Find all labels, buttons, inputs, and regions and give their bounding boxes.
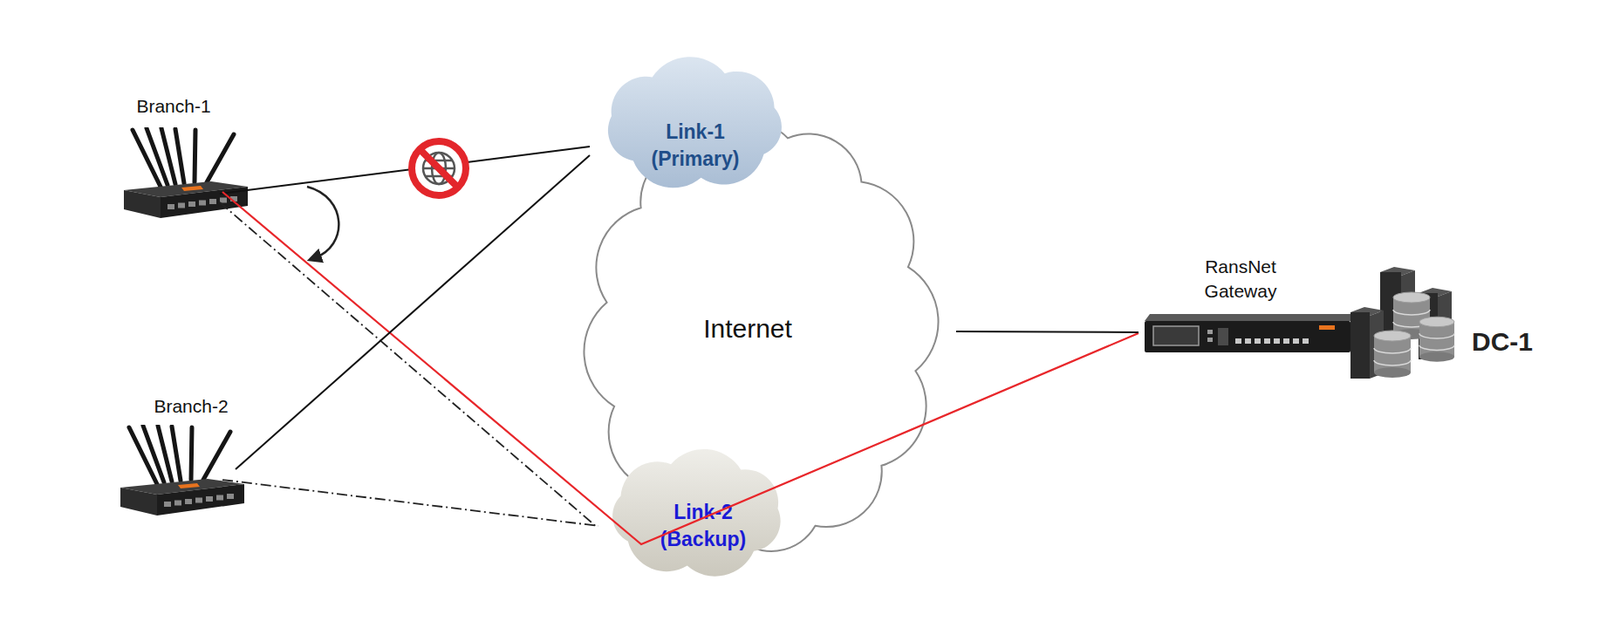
node-label: Link-1 (Primary) <box>642 118 749 172</box>
node-label: Branch-2 <box>138 394 244 419</box>
node-label: Internet <box>660 311 835 347</box>
prohibition-slash <box>419 149 459 188</box>
branch-router: Branch-1 <box>104 94 253 231</box>
server-tower <box>1418 293 1438 360</box>
server-cluster <box>1350 266 1455 379</box>
prohibition-ring <box>411 141 466 196</box>
link-cloud: Link-2 (Backup) <box>594 440 800 588</box>
branch-router: Branch-2 <box>109 394 258 527</box>
no-internet-icon <box>411 141 466 196</box>
node-label: Link-2 (Backup) <box>649 499 757 553</box>
server-top <box>1380 266 1416 276</box>
backup-line <box>222 479 599 527</box>
server-top <box>1418 287 1452 297</box>
branch-router <box>123 128 248 219</box>
gateway-appliance: RansNet Gateway <box>1138 252 1357 358</box>
link-cloud: Link-1 (Primary) <box>589 48 800 199</box>
server-tower <box>1350 312 1370 379</box>
node-label: Branch-1 <box>121 94 226 119</box>
link-line <box>219 146 590 194</box>
branch-router <box>120 425 245 516</box>
appliance-front <box>1144 321 1351 353</box>
node-label: RansNet Gateway <box>1187 254 1294 304</box>
server-top <box>1350 307 1384 316</box>
appliance-ports <box>1235 338 1309 344</box>
server-side <box>1437 291 1452 360</box>
node-label: DC-1 <box>1463 324 1542 360</box>
failover-arrow <box>307 186 339 259</box>
appliance-top <box>1144 314 1354 322</box>
database-cylinder <box>1374 330 1411 378</box>
server-tower <box>1380 272 1402 337</box>
data-center: DC-1 <box>1343 258 1545 385</box>
server-side <box>1369 310 1384 379</box>
cloud-outline <box>608 56 782 188</box>
database-cylinder <box>1393 292 1430 340</box>
gateway-appliance <box>1144 314 1354 353</box>
cloud-outline <box>612 449 781 577</box>
globe-symbol <box>423 152 455 185</box>
backup-line <box>219 202 598 528</box>
appliance-screen <box>1153 326 1199 346</box>
appliance-logo <box>1319 325 1335 330</box>
link-line <box>235 155 590 470</box>
server-side <box>1401 270 1416 337</box>
database-cylinder <box>1419 316 1455 363</box>
link-line <box>956 331 1139 333</box>
appliance-buttons <box>1207 328 1229 346</box>
